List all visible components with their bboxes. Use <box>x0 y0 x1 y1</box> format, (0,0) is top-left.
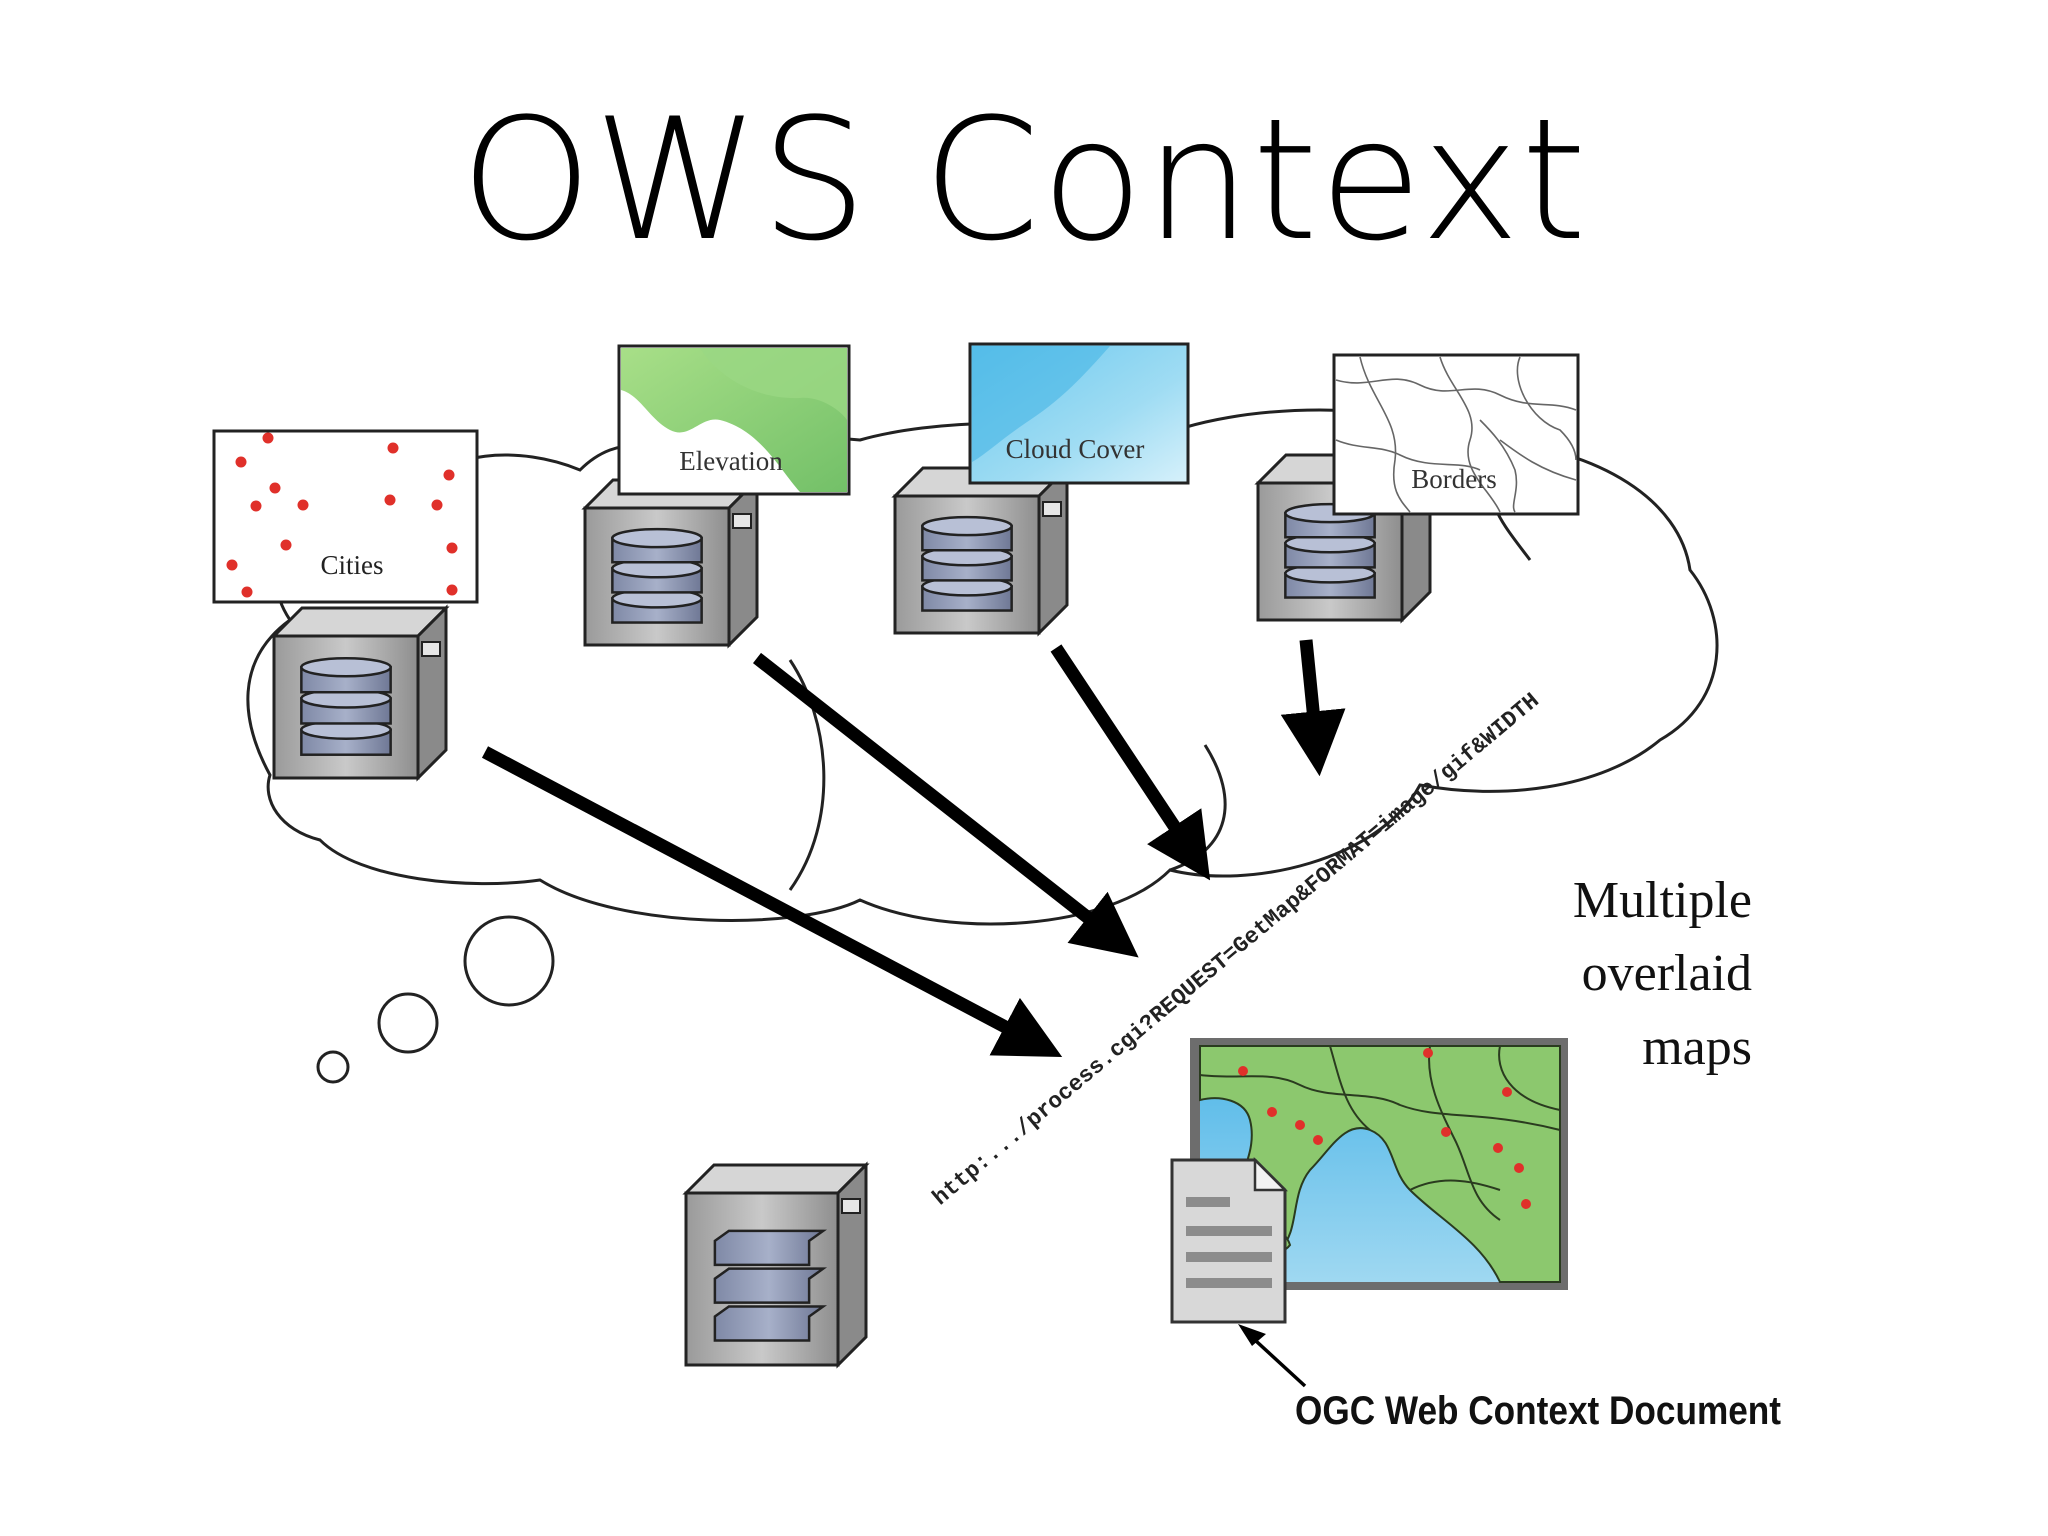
caption-line-1: Multiple <box>1573 872 1752 929</box>
server-client <box>682 1161 870 1369</box>
combined-city-dot <box>1441 1127 1451 1137</box>
combined-map-city-dots <box>1238 1048 1531 1209</box>
city-dot <box>431 499 443 511</box>
city-dot <box>446 584 458 596</box>
combined-city-dot <box>1514 1163 1524 1173</box>
city-dot <box>269 482 281 494</box>
combined-city-dot <box>1502 1087 1512 1097</box>
city-dot <box>226 559 238 571</box>
layer-label-borders: Borders <box>1411 464 1496 494</box>
city-dot <box>235 456 247 468</box>
layer-map-cloud-cover: Cloud Cover <box>968 342 1190 485</box>
server-cloud-cover <box>891 464 1071 637</box>
layer-map-borders: Borders <box>1332 353 1580 516</box>
layer-map-cities: Cities <box>212 429 479 604</box>
thought-bubble-small <box>316 1050 350 1084</box>
context-document-icon <box>1170 1156 1289 1324</box>
arrow-elevation <box>752 652 1139 958</box>
city-dot <box>384 494 396 506</box>
city-dot <box>443 469 455 481</box>
city-dot <box>262 432 274 444</box>
combined-city-dot <box>1238 1066 1248 1076</box>
combined-city-dot <box>1521 1199 1531 1209</box>
request-arrows <box>481 639 1346 1058</box>
layer-label-cities: Cities <box>320 550 383 580</box>
layer-map-elevation: Elevation <box>617 344 851 496</box>
caption-line-3: maps <box>1642 1019 1752 1076</box>
city-dot <box>387 442 399 454</box>
combined-city-dot <box>1313 1135 1323 1145</box>
thought-bubbles <box>316 915 555 1084</box>
combined-city-dot <box>1267 1107 1277 1117</box>
thought-bubble-medium <box>377 992 439 1054</box>
layer-label-cloud-cover: Cloud Cover <box>1006 434 1145 464</box>
document-pointer <box>1238 1324 1307 1388</box>
layer-label-elevation: Elevation <box>679 446 783 476</box>
city-dot <box>241 586 253 598</box>
server-cities <box>270 604 450 782</box>
thought-bubble-large <box>463 915 555 1007</box>
combined-city-dot <box>1423 1048 1433 1058</box>
city-dot <box>250 500 262 512</box>
arrow-borders <box>1280 639 1346 777</box>
caption-line-2: overlaid <box>1582 945 1752 1002</box>
server-elevation <box>581 476 761 649</box>
document-label: OGC Web Context Document <box>1295 1388 1781 1433</box>
arrow-cloud-cover <box>1050 644 1211 881</box>
combined-city-dot <box>1493 1143 1503 1153</box>
combined-city-dot <box>1295 1120 1305 1130</box>
servers <box>270 451 1434 1369</box>
overlay-caption: Multiple overlaid maps <box>1573 872 1752 1076</box>
city-dot <box>280 539 292 551</box>
arrow-cities <box>481 746 1063 1058</box>
city-dot <box>297 499 309 511</box>
slide-title: OWS Context <box>460 82 1588 278</box>
city-dots <box>226 432 458 598</box>
city-dot <box>446 542 458 554</box>
